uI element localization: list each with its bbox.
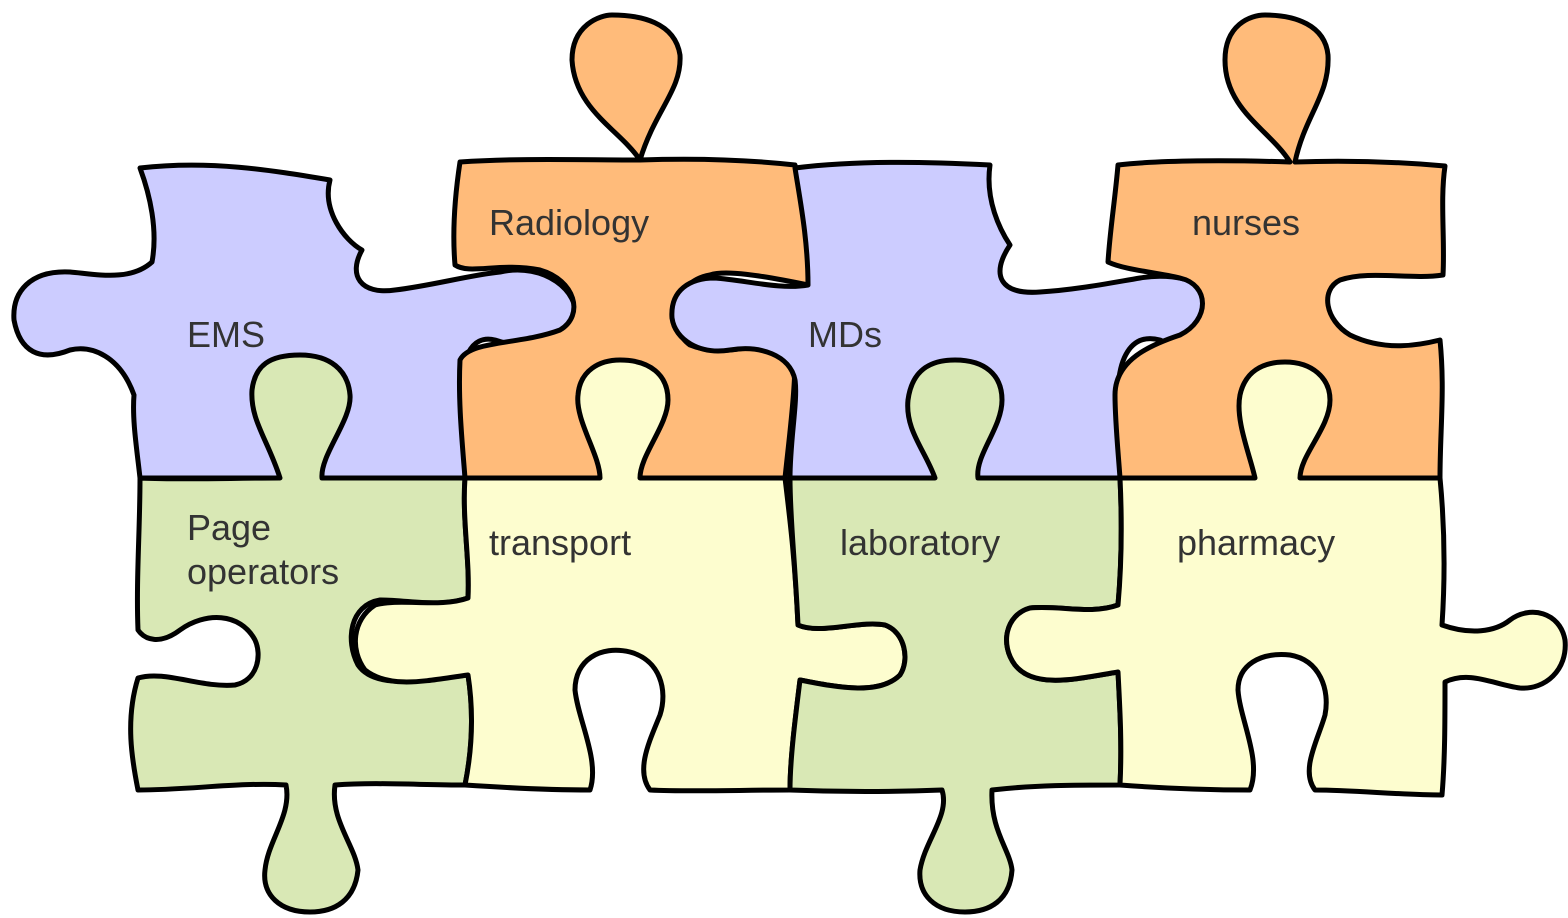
label-transport: transport: [489, 521, 631, 565]
label-ems: EMS: [187, 313, 265, 357]
label-radiology: Radiology: [489, 201, 649, 245]
label-laboratory: laboratory: [840, 521, 1000, 565]
label-page-operators: Page operators: [187, 506, 339, 594]
label-mds: MDs: [808, 313, 882, 357]
label-pharmacy: pharmacy: [1177, 521, 1335, 565]
label-nurses: nurses: [1192, 201, 1300, 245]
